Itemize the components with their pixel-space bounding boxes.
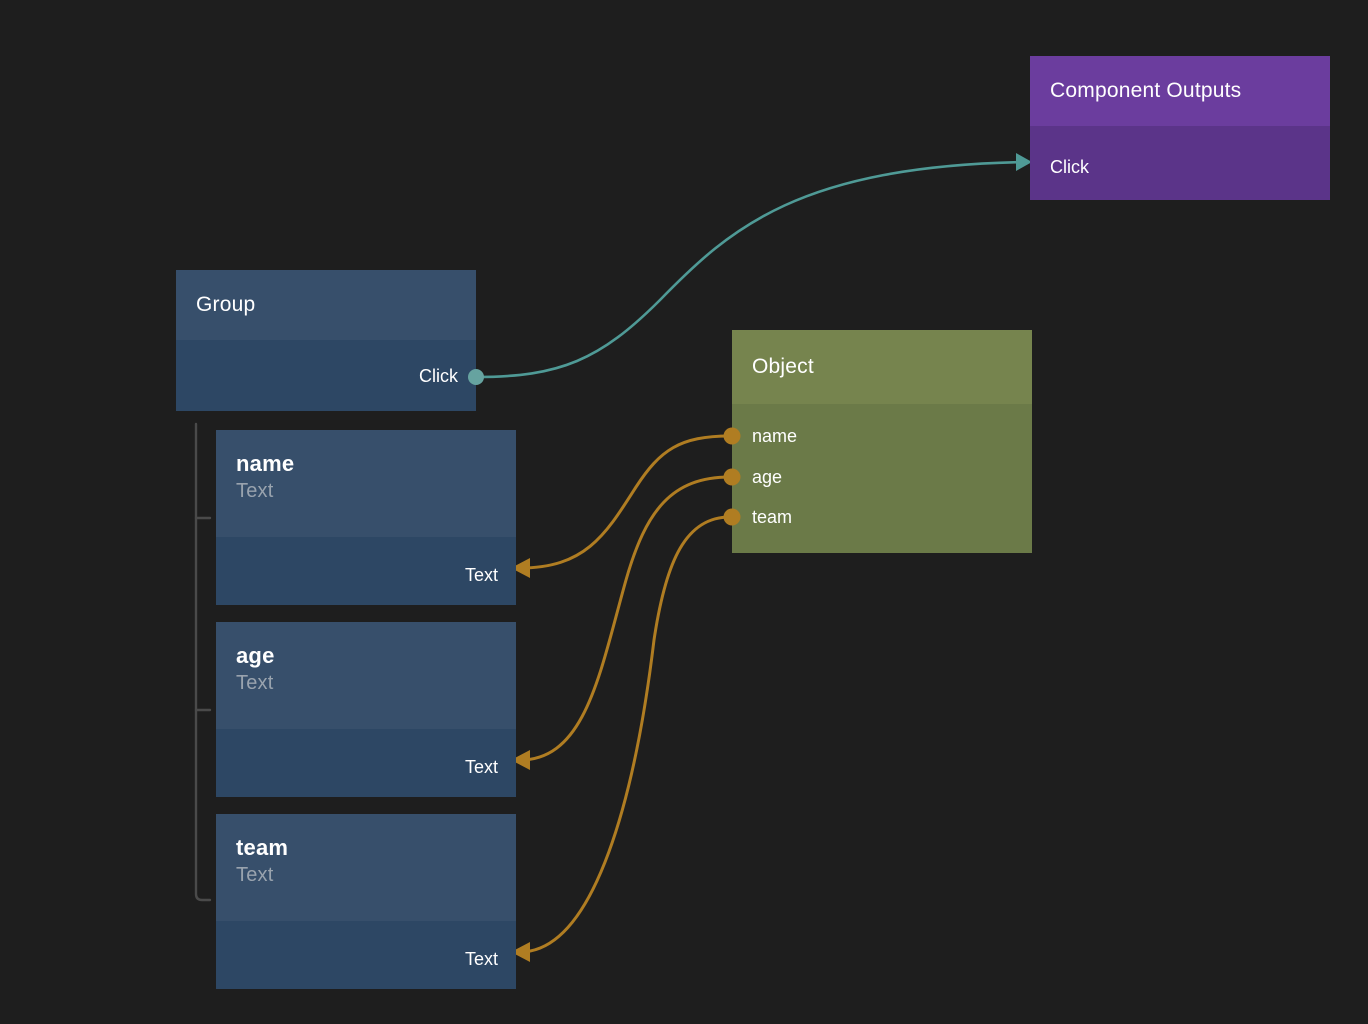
port-child-age-output-text[interactable]: Text bbox=[465, 756, 498, 778]
port-label-click: Click bbox=[419, 365, 458, 386]
node-child-team-body: Text bbox=[216, 921, 516, 989]
port-dot-object-name[interactable] bbox=[722, 426, 742, 446]
node-component-outputs-title: Component Outputs bbox=[1030, 56, 1330, 126]
node-child-age-body: Text bbox=[216, 729, 516, 797]
port-label-age: age bbox=[752, 466, 783, 487]
port-dot-group-click[interactable] bbox=[466, 367, 486, 387]
port-object-input-team[interactable]: team bbox=[752, 506, 792, 528]
node-child-age[interactable]: age Text Text bbox=[216, 622, 516, 797]
node-child-name-header: name Text bbox=[216, 430, 516, 537]
node-object[interactable]: Object name age team bbox=[732, 330, 1032, 553]
port-group-output-click[interactable]: Click bbox=[419, 365, 458, 387]
port-label-click: Click bbox=[1050, 156, 1089, 177]
node-child-name-body: Text bbox=[216, 537, 516, 605]
port-child-team-output-text[interactable]: Text bbox=[465, 948, 498, 970]
wire-object-age-to-age-text bbox=[518, 475, 732, 762]
node-child-name[interactable]: name Text Text bbox=[216, 430, 516, 605]
node-component-outputs-body: Click bbox=[1030, 126, 1330, 200]
node-child-name-title: name bbox=[236, 451, 295, 476]
node-child-name-subtitle: Text bbox=[236, 479, 274, 502]
port-label-text: Text bbox=[464, 756, 498, 777]
node-child-age-title: age bbox=[236, 643, 275, 668]
node-group[interactable]: Group Click bbox=[176, 270, 476, 411]
node-child-team-title: team bbox=[236, 835, 289, 860]
port-dot-object-age[interactable] bbox=[722, 467, 742, 487]
port-object-input-name[interactable]: name bbox=[752, 425, 797, 447]
node-child-name-title-block: name Text bbox=[236, 451, 295, 502]
node-group-body: Click bbox=[176, 340, 476, 411]
port-child-name-output-text[interactable]: Text bbox=[465, 564, 498, 586]
node-child-team-title-block: team Text bbox=[236, 835, 289, 886]
port-label-team: team bbox=[752, 506, 793, 527]
wire-object-team-to-team-text bbox=[518, 515, 732, 954]
port-label-name: name bbox=[752, 425, 798, 446]
node-object-body: name age team bbox=[732, 404, 1032, 553]
wire-object-name-to-name-text bbox=[518, 434, 732, 570]
port-label-text: Text bbox=[464, 564, 498, 585]
node-child-team[interactable]: team Text Text bbox=[216, 814, 516, 989]
port-object-input-age[interactable]: age bbox=[752, 466, 782, 488]
node-child-team-header: team Text bbox=[216, 814, 516, 921]
port-dot-object-team[interactable] bbox=[722, 507, 742, 527]
node-child-age-header: age Text bbox=[216, 622, 516, 729]
node-child-age-subtitle: Text bbox=[236, 671, 274, 694]
port-component-outputs-input-click[interactable]: Click bbox=[1050, 156, 1089, 178]
node-component-outputs[interactable]: Component Outputs Click bbox=[1030, 56, 1330, 200]
port-label-text: Text bbox=[464, 948, 498, 969]
node-child-team-subtitle: Text bbox=[236, 863, 274, 886]
node-child-age-title-block: age Text bbox=[236, 643, 275, 694]
node-group-title: Group bbox=[176, 270, 476, 340]
node-object-title: Object bbox=[732, 330, 1032, 404]
